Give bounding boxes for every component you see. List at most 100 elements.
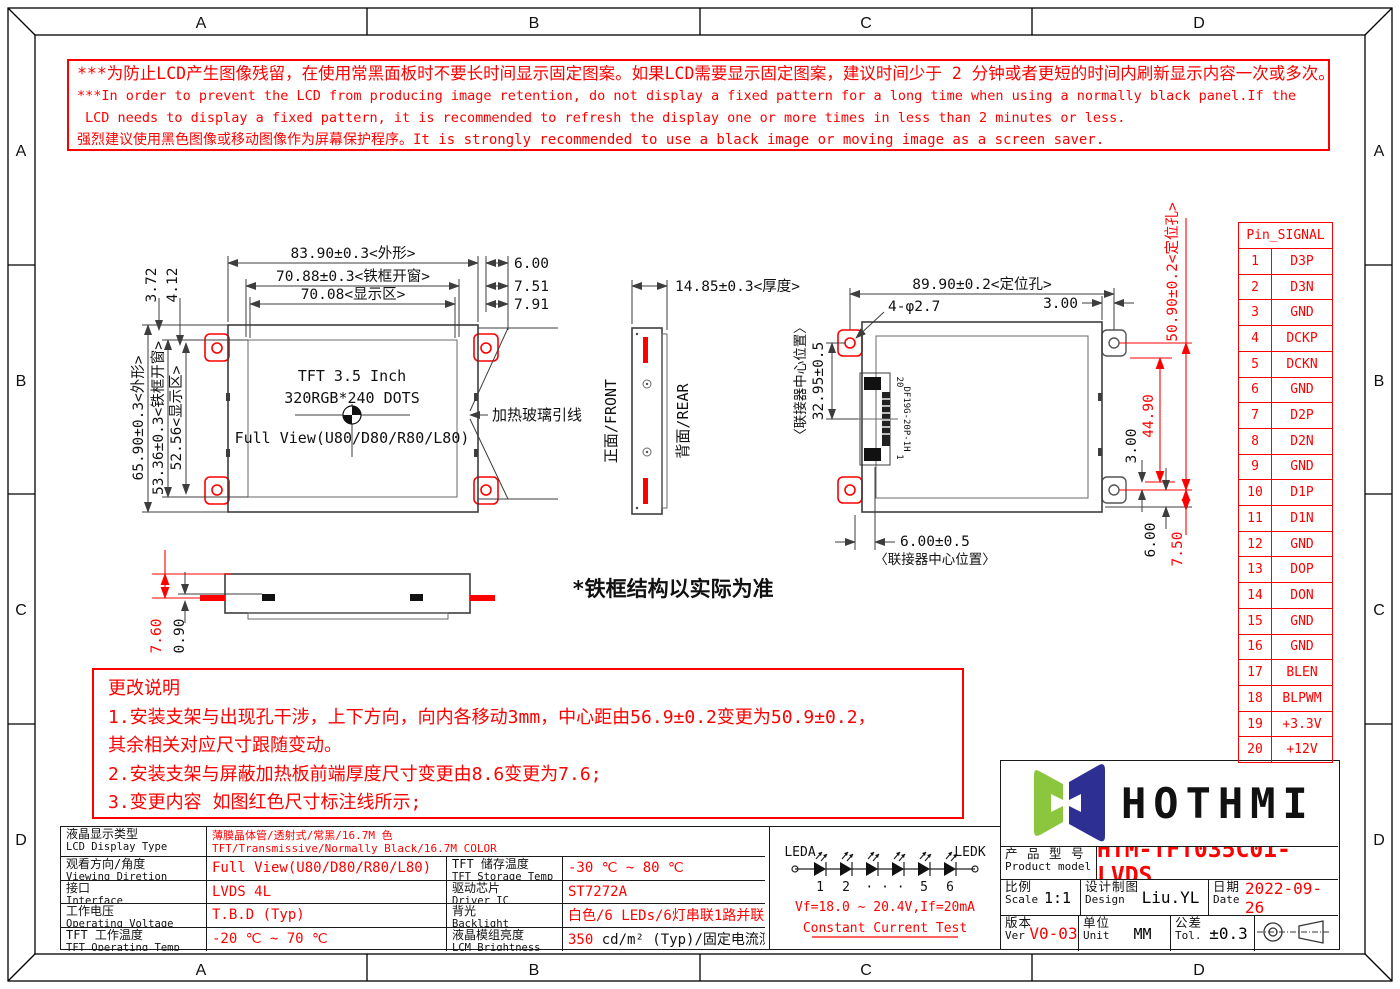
spec-brightness-cn: 液晶模组亮度	[452, 927, 525, 942]
pin-table-row: 8 D2N	[1239, 428, 1332, 455]
pin-number: 12	[1239, 531, 1272, 557]
pin-number: 19	[1239, 711, 1272, 737]
led-test-note: Constant Current Test	[803, 921, 967, 936]
pin-signal: GND	[1290, 536, 1314, 552]
warning-line-4: 强烈建议使用黑色图像或移动图像作为屏幕保护程序。It is strongly r…	[77, 132, 1105, 148]
tolerance-value: ±0.3	[1209, 924, 1248, 943]
pin-table-row: 6 GND	[1239, 377, 1332, 404]
rear-side-label: 背面/REAR	[674, 382, 692, 458]
pin-table-row: 4 DCKP	[1239, 326, 1332, 352]
change-notes: 更改说明 1.安装支架与出现孔干涉，上下方向，向内各移动3mm，中心距由56.9…	[92, 668, 964, 819]
dim-6-bottom: 6.00	[1143, 523, 1159, 558]
product-model-label: 产 品 型 号 Product model	[1001, 846, 1097, 879]
product-model-value: HTM-TFT035C01-LVDS	[1097, 846, 1291, 879]
rear-view: 20 DF19G-20P-1H 1 89.90±0.2<定位孔> 3.00 4-…	[792, 202, 1192, 568]
pin-number: 13	[1239, 557, 1272, 583]
dim-top-1: 3.72	[144, 268, 160, 303]
product-model-cell: HTM-TFT035C01-LVDS	[1097, 846, 1338, 879]
connector-pin20-label: 20	[894, 377, 904, 388]
dim-090: 0.90	[172, 619, 188, 654]
dim-760: 7.60	[149, 619, 165, 654]
pin-signal: GND	[1290, 639, 1314, 655]
dim-holes-vertical: 50.90±0.2<定位孔>	[1164, 202, 1181, 342]
spec-backlight-cn: 背光	[452, 904, 477, 918]
heater-glass-label: 加热玻璃引线	[492, 406, 582, 424]
pin-number: 10	[1239, 480, 1272, 506]
dim-right-2: 7.51	[514, 279, 549, 295]
spec-viewing-label: 观看方向/角度 Viewing Diretion	[61, 857, 207, 881]
pin-number: 3	[1239, 300, 1272, 326]
dim-width-frame: 70.88±0.3<铁框开窗>	[276, 267, 430, 285]
pin-table-row: 18 BLPWM	[1239, 685, 1332, 712]
version-cell: 版本 Ver V0-03	[1001, 915, 1079, 951]
backlight-circuit-cell: .lw{stroke:#222;stroke-width:1.2;fill:no…	[770, 826, 1000, 950]
led-anode-label: LEDA	[784, 845, 815, 860]
pin-table-row: 14 DON	[1239, 583, 1332, 609]
date-value: 2022-09-26	[1245, 879, 1323, 915]
dim-right-3: 7.91	[514, 297, 549, 313]
spec-backlight-label: 背光 Backlight	[447, 904, 563, 928]
pin-signal: D2N	[1290, 433, 1314, 449]
zone-letter-bottom-d: D	[1193, 962, 1205, 979]
dim-holes-horizontal: 89.90±0.2<定位孔>	[912, 276, 1052, 293]
pin-signal: DCKP	[1286, 330, 1318, 346]
title-block: HOTHMI 产 品 型 号 Product model HTM-TFT035C…	[1000, 760, 1340, 951]
pin-number: 4	[1239, 326, 1272, 351]
zone-letter-right-c: C	[1373, 602, 1385, 619]
frame-structure-note: *铁框结构以实际为准	[572, 577, 774, 601]
pin-number: 11	[1239, 506, 1272, 531]
led-diodes	[814, 851, 958, 876]
spec-driver-ic-en: Driver IC	[452, 894, 509, 904]
pin-number: 20	[1239, 737, 1272, 763]
connector-model-label: DF19G-20P-1H	[901, 386, 911, 451]
led-number-dots: · · ·	[865, 880, 904, 895]
spec-interface-cn: 接口	[66, 880, 91, 895]
pin-number: 2	[1239, 274, 1272, 300]
spec-lcd-type-en: LCD Display Type	[66, 841, 168, 853]
projection-symbol-icon	[1257, 920, 1331, 944]
zone-letter-left-a: A	[16, 143, 27, 160]
pin-signal: GND	[1290, 459, 1314, 475]
pin-table-row: 12 GND	[1239, 531, 1332, 558]
pin-number: 9	[1239, 454, 1272, 480]
spec-table: 液晶显示类型 LCD Display Type 薄膜晶体管/透射式/常黑/16.…	[60, 826, 770, 952]
pin-signal: +3.3V	[1282, 716, 1322, 732]
warning-line-2: ***In order to prevent the LCD from prod…	[77, 88, 1297, 104]
scale-label-cn: 比例	[1005, 879, 1033, 894]
zone-letter-top-b: B	[529, 15, 540, 32]
hothmi-logo-text: HOTHMI	[1121, 779, 1315, 828]
tolerance-cell: 公差 Tol. ±0.3	[1171, 915, 1255, 951]
led-circuit-diagram: .lw{stroke:#222;stroke-width:1.2;fill:no…	[784, 845, 986, 938]
version-value: V0-03	[1029, 924, 1078, 943]
bottom-view: 7.60 0.90	[149, 550, 495, 653]
pin-table-row: 2 D3N	[1239, 274, 1332, 301]
change-notes-title: 更改说明	[108, 678, 180, 699]
unit-value: MM	[1133, 924, 1152, 943]
product-model-row: 产 品 型 号 Product model HTM-TFT035C01-LVDS	[1001, 846, 1338, 879]
led-number-2: 2	[842, 880, 850, 895]
dim-thickness: 14.85±0.3<厚度>	[675, 278, 800, 295]
pin-table-row: 20 +12V	[1239, 737, 1332, 763]
dim-3-right: 3.00	[1124, 429, 1140, 464]
dim-height-frame: 53.36±0.3<铁框开窗>	[149, 341, 167, 495]
spec-brightness-number: 350	[568, 932, 594, 949]
spec-lcd-type-value-cn: 薄膜晶体管/透射式/常黑/16.7M 色	[212, 828, 393, 842]
spec-storage-temp-value: -30 ℃ ~ 80 ℃	[563, 857, 765, 881]
spec-interface-en: Interface	[66, 894, 123, 904]
connector-center-label-bottom: 〈联接器中心位置〉	[874, 551, 996, 568]
zone-letter-right-b: B	[1374, 373, 1385, 390]
design-value: Liu.YL	[1141, 888, 1200, 907]
panel-resolution-label: 320RGB*240 DOTS	[284, 389, 419, 407]
spec-op-temp-en: TFT Operating Temp	[66, 941, 180, 952]
spec-brightness-label: 液晶模组亮度 LCM Brightness	[447, 927, 563, 951]
pin-signal: +12V	[1286, 742, 1318, 758]
spec-lcd-type-label: 液晶显示类型 LCD Display Type	[61, 827, 207, 857]
zone-letter-left-c: C	[15, 602, 27, 619]
pin-signal: D3P	[1290, 253, 1314, 269]
hothmi-logo: HOTHMI	[1034, 764, 1315, 842]
change-note-1: 1.安装支架与出现孔干涉，上下方向，向内各移动3mm，中心距由56.9±0.2变…	[108, 706, 876, 728]
spec-brightness-rest: cd/m² (Typ)/固定电流测试	[601, 932, 765, 949]
pin-signal: D1N	[1290, 510, 1314, 526]
zone-letter-left-d: D	[15, 832, 27, 849]
dim-750: 7.50	[1170, 532, 1186, 567]
